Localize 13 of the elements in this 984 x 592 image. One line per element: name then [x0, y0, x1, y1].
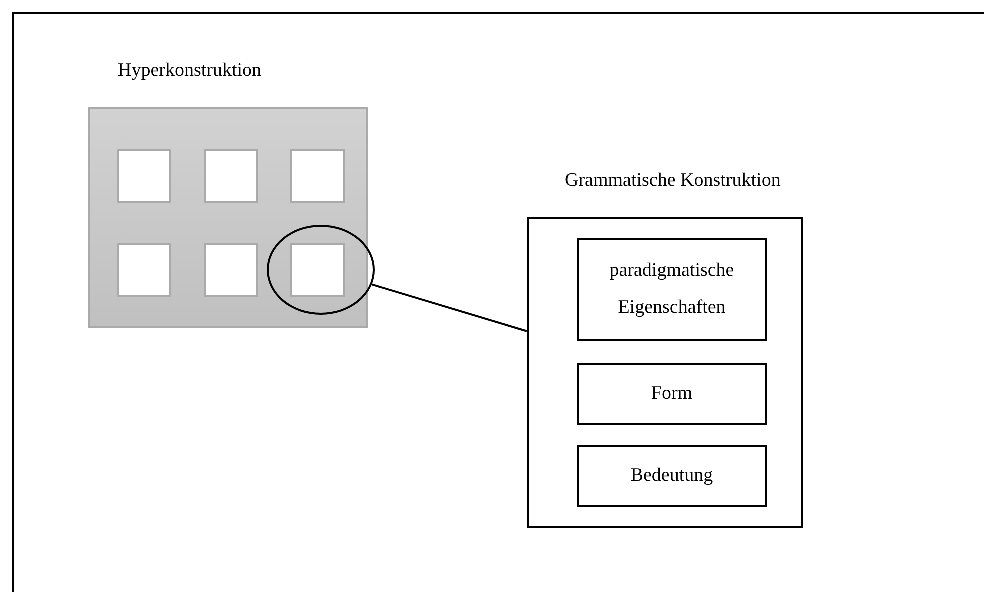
empty-square — [117, 149, 171, 203]
highlight-circle — [267, 225, 375, 315]
empty-square — [204, 149, 258, 203]
empty-square — [117, 243, 171, 297]
empty-square — [204, 243, 258, 297]
text-box: Form — [577, 363, 767, 425]
group-title: Hyperkonstruktion — [118, 60, 262, 82]
empty-square — [290, 149, 345, 203]
text-box: Bedeutung — [577, 445, 767, 507]
group-title: Grammatische Konstruktion — [565, 170, 781, 192]
empty-square — [290, 243, 345, 297]
connector-line — [372, 284, 528, 332]
text-box: paradigmatische Eigenschaften — [577, 238, 767, 341]
